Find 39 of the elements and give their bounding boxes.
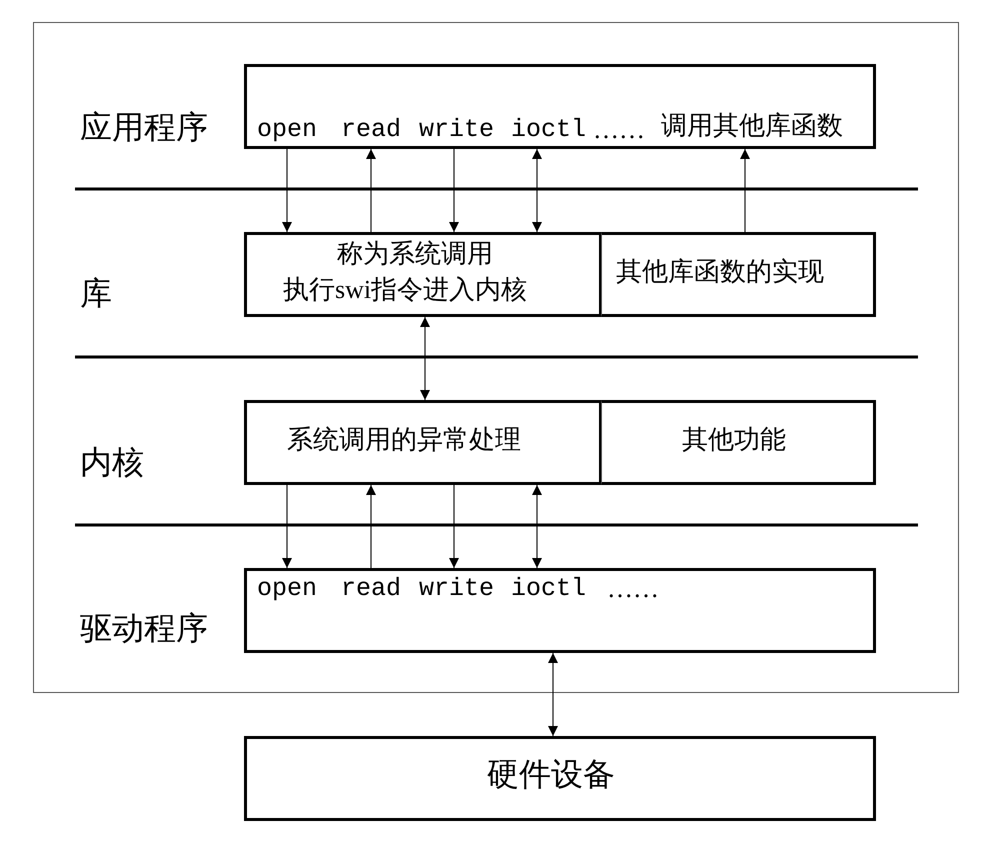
arrow [740,148,750,232]
layer-box [244,736,876,821]
function-name: write [419,115,494,145]
box-label: 其他库函数的实现 [616,257,824,287]
box-label: 调用其他库函数 [661,111,843,141]
arrow [548,652,558,736]
function-name: open [257,115,318,145]
layer-label: 内核 [80,444,144,480]
arrow [366,484,376,568]
function-name: …… [593,115,645,145]
box-label: 硬件设备 [487,759,615,789]
layer-label: 库 [80,275,112,311]
box-label: 其他功能 [682,425,786,455]
function-name: read [341,115,402,145]
layer-box [244,400,602,485]
arrow [366,148,376,232]
box-label: 系统调用的异常处理 [287,425,521,455]
arrow [420,316,430,400]
arrow [282,148,292,232]
layer-box [601,400,876,485]
box-label: 执行swi指令进入内核 [283,275,528,305]
box-label: 称为系统调用 [337,239,493,269]
function-name: open [257,574,318,604]
layer-label: 应用程序 [80,109,208,145]
function-name: ioctl [511,574,586,604]
arrow [449,484,459,568]
function-name: …… [607,574,659,604]
arrow [449,148,459,232]
arrow [532,148,542,232]
layer-box [244,232,602,317]
layer-label: 驱动程序 [80,610,208,646]
function-name: ioctl [511,115,586,145]
arrow [282,484,292,568]
layer-box [244,64,876,149]
function-name: read [341,574,402,604]
layer-box [601,232,876,317]
arrow [532,484,542,568]
layer-box [244,568,876,653]
function-name: write [419,574,494,604]
